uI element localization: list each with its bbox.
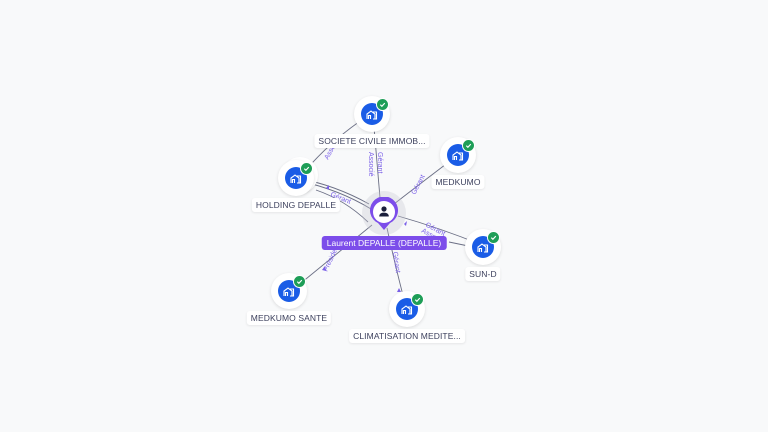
company-label[interactable]: SUN-D xyxy=(465,267,501,281)
check-icon xyxy=(487,231,500,244)
edge-label-medkumo-gerant: Gérant xyxy=(411,174,427,196)
edge-label-clim-gerant: Gérant xyxy=(391,251,401,273)
check-icon xyxy=(411,293,424,306)
check-icon xyxy=(293,275,306,288)
edge-label-sci-gerant: Gérant xyxy=(376,152,383,173)
person-icon xyxy=(379,206,389,217)
edge-holding-arc xyxy=(315,189,369,223)
company-label[interactable]: MEDKUMO xyxy=(431,175,485,189)
person-label[interactable]: Laurent DEPALLE (DEPALLE) xyxy=(321,236,447,250)
arrow-medkumo-sante xyxy=(322,266,326,271)
company-label[interactable]: MEDKUMO SANTE xyxy=(246,311,332,325)
check-icon xyxy=(376,98,389,111)
arrow-sund xyxy=(404,221,407,226)
check-icon xyxy=(462,139,475,152)
company-label[interactable]: HOLDING DEPALLE xyxy=(251,198,341,212)
edge-label-sci-associe: Associé xyxy=(367,152,374,177)
arrow-clim xyxy=(397,288,401,292)
person-pin-marker xyxy=(370,197,398,230)
company-label[interactable]: SOCIETE CIVILE IMMOB... xyxy=(314,134,430,148)
arrow-holding xyxy=(326,185,329,190)
check-icon xyxy=(300,162,313,175)
company-label[interactable]: CLIMATISATION MEDITE... xyxy=(349,329,465,343)
